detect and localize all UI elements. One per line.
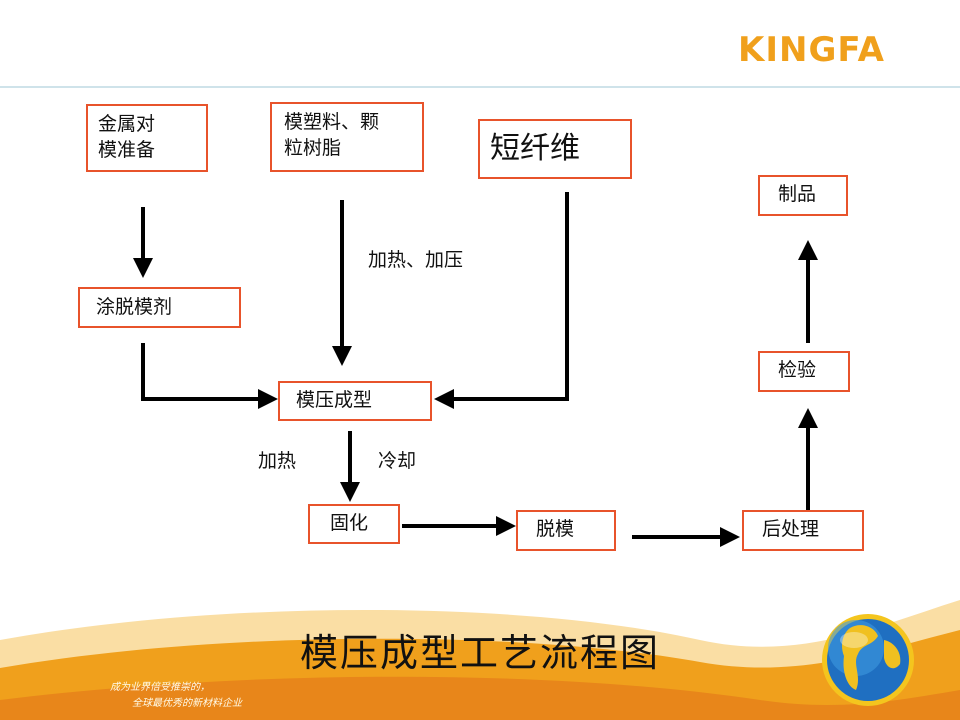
node-inspection: 检验: [758, 351, 850, 392]
node-compression-molding: 模压成型: [278, 381, 432, 421]
label-cool: 冷却: [378, 446, 416, 473]
arrow-fiber-to-molding: [438, 192, 567, 399]
node-metal-mold-prep: 金属对 模准备: [86, 104, 208, 172]
diagram-title: 模压成型工艺流程图: [0, 622, 960, 677]
node-product: 制品: [758, 175, 848, 216]
node-short-fiber: 短纤维: [478, 119, 632, 179]
node-post-processing: 后处理: [742, 510, 864, 551]
arrow-release-to-molding: [143, 343, 274, 399]
node-curing: 固化: [308, 504, 400, 544]
slogan-line-2: 全球最优秀的新材料企业: [132, 694, 242, 709]
label-heat: 加热: [258, 446, 296, 473]
slogan-line-1: 成为业界倍受推崇的，: [110, 678, 210, 693]
node-release-agent: 涂脱模剂: [78, 287, 241, 328]
node-demold: 脱模: [516, 510, 616, 551]
label-heat-pressure: 加热、加压: [368, 245, 463, 272]
node-resin: 模塑料、颗 粒树脂: [270, 102, 424, 172]
